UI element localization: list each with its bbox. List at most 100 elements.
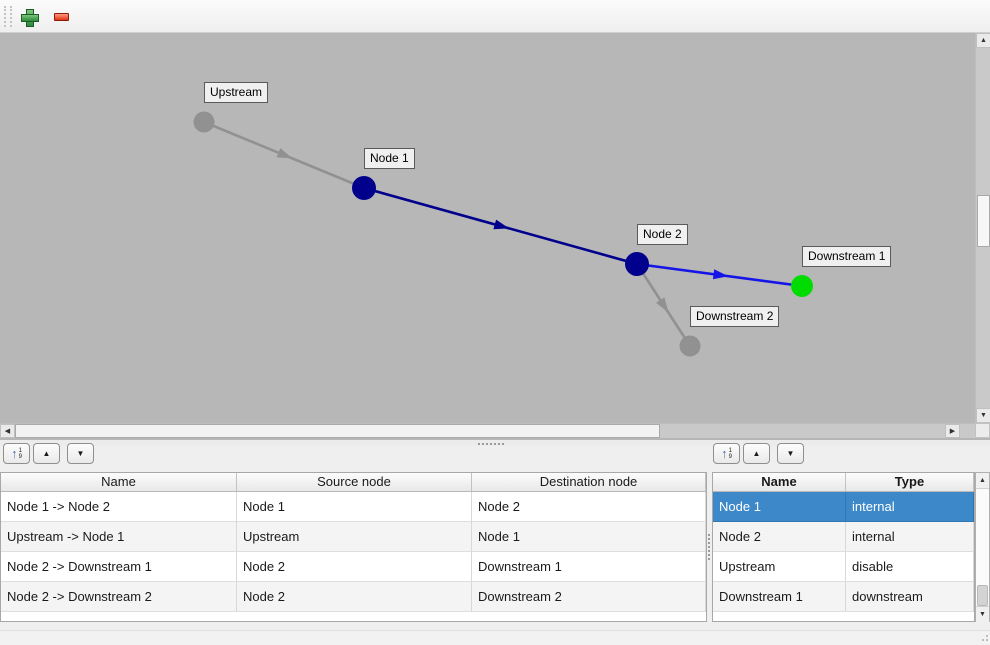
triangle-down-icon: ▼ <box>980 412 987 419</box>
column-header-name[interactable]: Name <box>713 473 846 492</box>
cell-source-node: Node 2 <box>237 582 472 612</box>
triangle-down-icon: ▼ <box>979 611 986 618</box>
triangle-up-icon: ▲ <box>979 477 986 484</box>
node-label-upstream[interactable]: Upstream <box>204 82 269 103</box>
edges-move-down-button[interactable]: ▼ <box>67 443 94 464</box>
cell-type: downstream <box>846 582 974 612</box>
toolbar-grip[interactable] <box>4 6 12 27</box>
splitter-handle-icon[interactable] <box>708 534 710 536</box>
scroll-up-button[interactable]: ▲ <box>976 33 990 48</box>
cell-name: Node 2 -> Downstream 1 <box>1 552 237 582</box>
graph-node-downstream-2[interactable] <box>679 335 701 357</box>
horizontal-scroll-thumb[interactable] <box>15 424 660 438</box>
sort-arrow-glyph: ↑ <box>721 445 728 461</box>
graph-node-upstream[interactable] <box>193 111 215 133</box>
triangle-left-icon: ◀ <box>4 427 11 435</box>
sort-digits: 1 9 <box>729 448 732 460</box>
scroll-right-button[interactable]: ▶ <box>945 424 960 438</box>
edge-arrowhead-icon <box>656 297 669 313</box>
scroll-down-button[interactable]: ▼ <box>976 408 990 423</box>
add-button[interactable] <box>16 4 42 29</box>
scroll-left-button[interactable]: ◀ <box>0 424 15 438</box>
cell-name: Downstream 1 <box>713 582 846 612</box>
plus-icon <box>21 8 39 27</box>
cell-name: Node 1 <box>713 492 846 522</box>
cell-name: Upstream <box>713 552 846 582</box>
canvas-vertical-scrollbar[interactable]: ▲ ▼ <box>975 33 990 423</box>
main-toolbar <box>0 0 990 33</box>
nodes-sort-button[interactable]: ↑ 1 9 <box>713 443 740 464</box>
graph-node-downstream-1[interactable] <box>791 275 813 297</box>
nodes-table-scrollbar[interactable]: ▲ ▼ <box>975 472 990 622</box>
cell-source-node: Node 1 <box>237 492 472 522</box>
canvas-horizontal-scrollbar[interactable]: ◀ ▶ <box>0 423 975 438</box>
nodes-move-down-button[interactable]: ▼ <box>777 443 804 464</box>
cell-name: Upstream -> Node 1 <box>1 522 237 552</box>
vertical-scroll-thumb[interactable] <box>977 195 990 247</box>
resize-grip[interactable] <box>982 639 984 641</box>
node-label-downstream-2[interactable]: Downstream 2 <box>690 306 780 327</box>
column-header-type[interactable]: Type <box>846 473 974 492</box>
cell-source-node: Upstream <box>237 522 472 552</box>
sort-arrow-glyph: ↑ <box>11 445 18 461</box>
edge-arrowhead-icon <box>493 219 510 230</box>
cell-destination-node: Downstream 1 <box>472 552 706 582</box>
move-down-icon: ▼ <box>786 448 795 458</box>
table-scroll-thumb[interactable] <box>977 585 988 606</box>
cell-name: Node 2 -> Downstream 2 <box>1 582 237 612</box>
remove-button[interactable] <box>48 4 74 29</box>
move-down-icon: ▼ <box>76 448 85 458</box>
cell-name: Node 2 <box>713 522 846 552</box>
scroll-up-button[interactable]: ▲ <box>976 473 989 489</box>
splitter-handle-icon[interactable] <box>478 443 480 445</box>
column-header-destination-node[interactable]: Destination node <box>472 473 706 492</box>
sort-digit-top: 1 <box>728 447 732 454</box>
sort-digits: 1 9 <box>19 448 22 460</box>
triangle-right-icon: ▶ <box>949 427 956 435</box>
sort-ascending-icon: ↑ 1 9 <box>11 445 22 461</box>
vertical-splitter[interactable] <box>707 446 712 622</box>
sort-ascending-icon: ↑ 1 9 <box>721 445 732 461</box>
scrollbar-corner <box>975 423 990 438</box>
horizontal-splitter[interactable] <box>0 438 990 446</box>
status-bar <box>0 630 990 645</box>
triangle-up-icon: ▲ <box>980 37 987 44</box>
sort-digit-bottom: 9 <box>18 453 22 460</box>
graph-node-node-2[interactable] <box>625 252 649 276</box>
minus-icon <box>53 12 69 21</box>
node-label-node-1[interactable]: Node 1 <box>364 148 415 169</box>
node-label-node-2[interactable]: Node 2 <box>637 224 688 245</box>
nodes-move-up-button[interactable]: ▲ <box>743 443 770 464</box>
sort-digit-bottom: 9 <box>728 453 732 460</box>
cell-source-node: Node 2 <box>237 552 472 582</box>
graph-node-node-1[interactable] <box>352 176 376 200</box>
cell-destination-node: Node 1 <box>472 522 706 552</box>
scroll-down-button[interactable]: ▼ <box>976 606 989 622</box>
node-label-downstream-1[interactable]: Downstream 1 <box>802 246 892 267</box>
cell-destination-node: Downstream 2 <box>472 582 706 612</box>
edge-arrowhead-icon <box>276 148 293 159</box>
cell-type: internal <box>846 522 974 552</box>
edges-sort-button[interactable]: ↑ 1 9 <box>3 443 30 464</box>
cell-name: Node 1 -> Node 2 <box>1 492 237 522</box>
column-header-source-node[interactable]: Source node <box>237 473 472 492</box>
edges-move-up-button[interactable]: ▲ <box>33 443 60 464</box>
cell-destination-node: Node 2 <box>472 492 706 522</box>
column-header-name[interactable]: Name <box>1 473 237 492</box>
cell-type: internal <box>846 492 974 522</box>
edge-arrowhead-icon <box>712 269 729 280</box>
